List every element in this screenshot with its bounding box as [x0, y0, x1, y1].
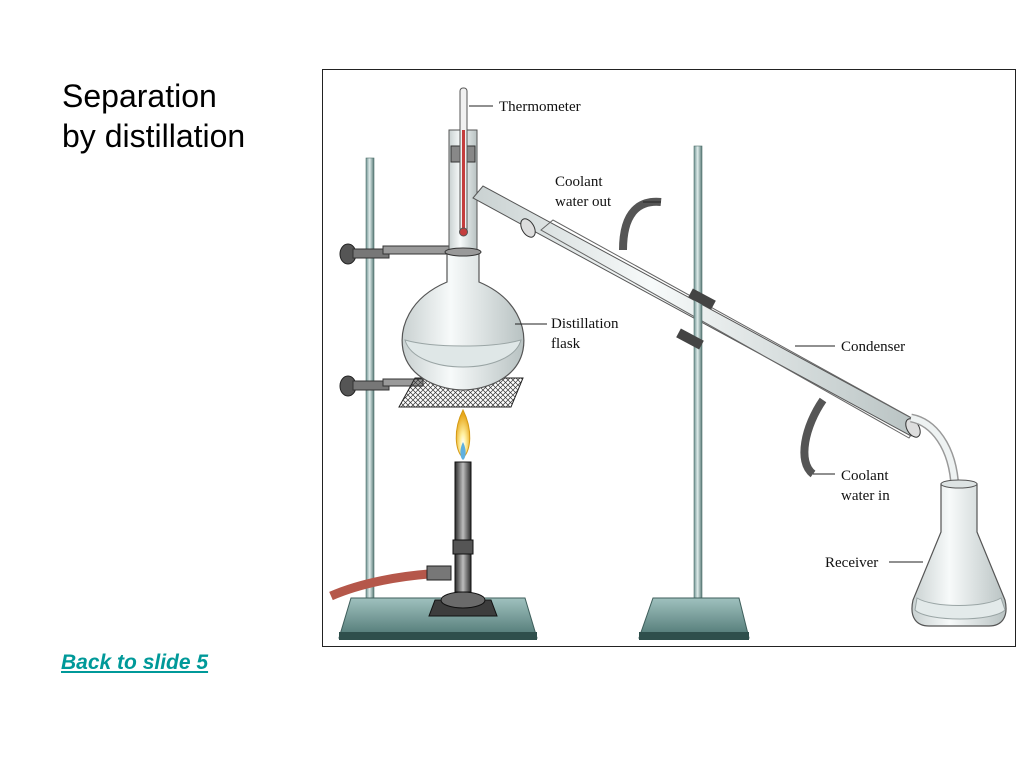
- condenser: [472, 185, 960, 489]
- coolant-out-label-line1: Coolant: [555, 174, 603, 190]
- distillation-apparatus-illustration: Thermometer Coolant water out Distillati…: [329, 87, 1007, 640]
- label-leader-lines: [469, 105, 923, 563]
- flame-inner-cone: [460, 442, 466, 460]
- receiver-flask: [911, 479, 1007, 627]
- slide-title-line1: Separation: [62, 78, 217, 114]
- middle-ring-stand: [638, 145, 750, 640]
- flask-label-line1: Distillation: [551, 316, 619, 332]
- condenser-label: Condenser: [841, 339, 905, 355]
- distillation-diagram: Thermometer Coolant water out Distillati…: [322, 69, 1016, 647]
- coolant-in-label-line2: water in: [841, 488, 890, 504]
- slide-title-line2: by distillation: [62, 118, 246, 154]
- coolant-in-label-line1: Coolant: [841, 468, 889, 484]
- bunsen-burner: [329, 461, 498, 617]
- thermometer: [459, 87, 468, 237]
- receiver-label: Receiver: [825, 555, 878, 571]
- coolant-in-hose: [800, 397, 827, 478]
- slide-title: Separation by distillation: [62, 76, 245, 156]
- back-to-slide-link[interactable]: Back to slide 5: [61, 651, 209, 674]
- coolant-out-label-line2: water out: [555, 194, 612, 210]
- thermometer-label: Thermometer: [499, 99, 581, 115]
- coolant-out-hose: [619, 197, 662, 251]
- flask-label-line2: flask: [551, 336, 581, 352]
